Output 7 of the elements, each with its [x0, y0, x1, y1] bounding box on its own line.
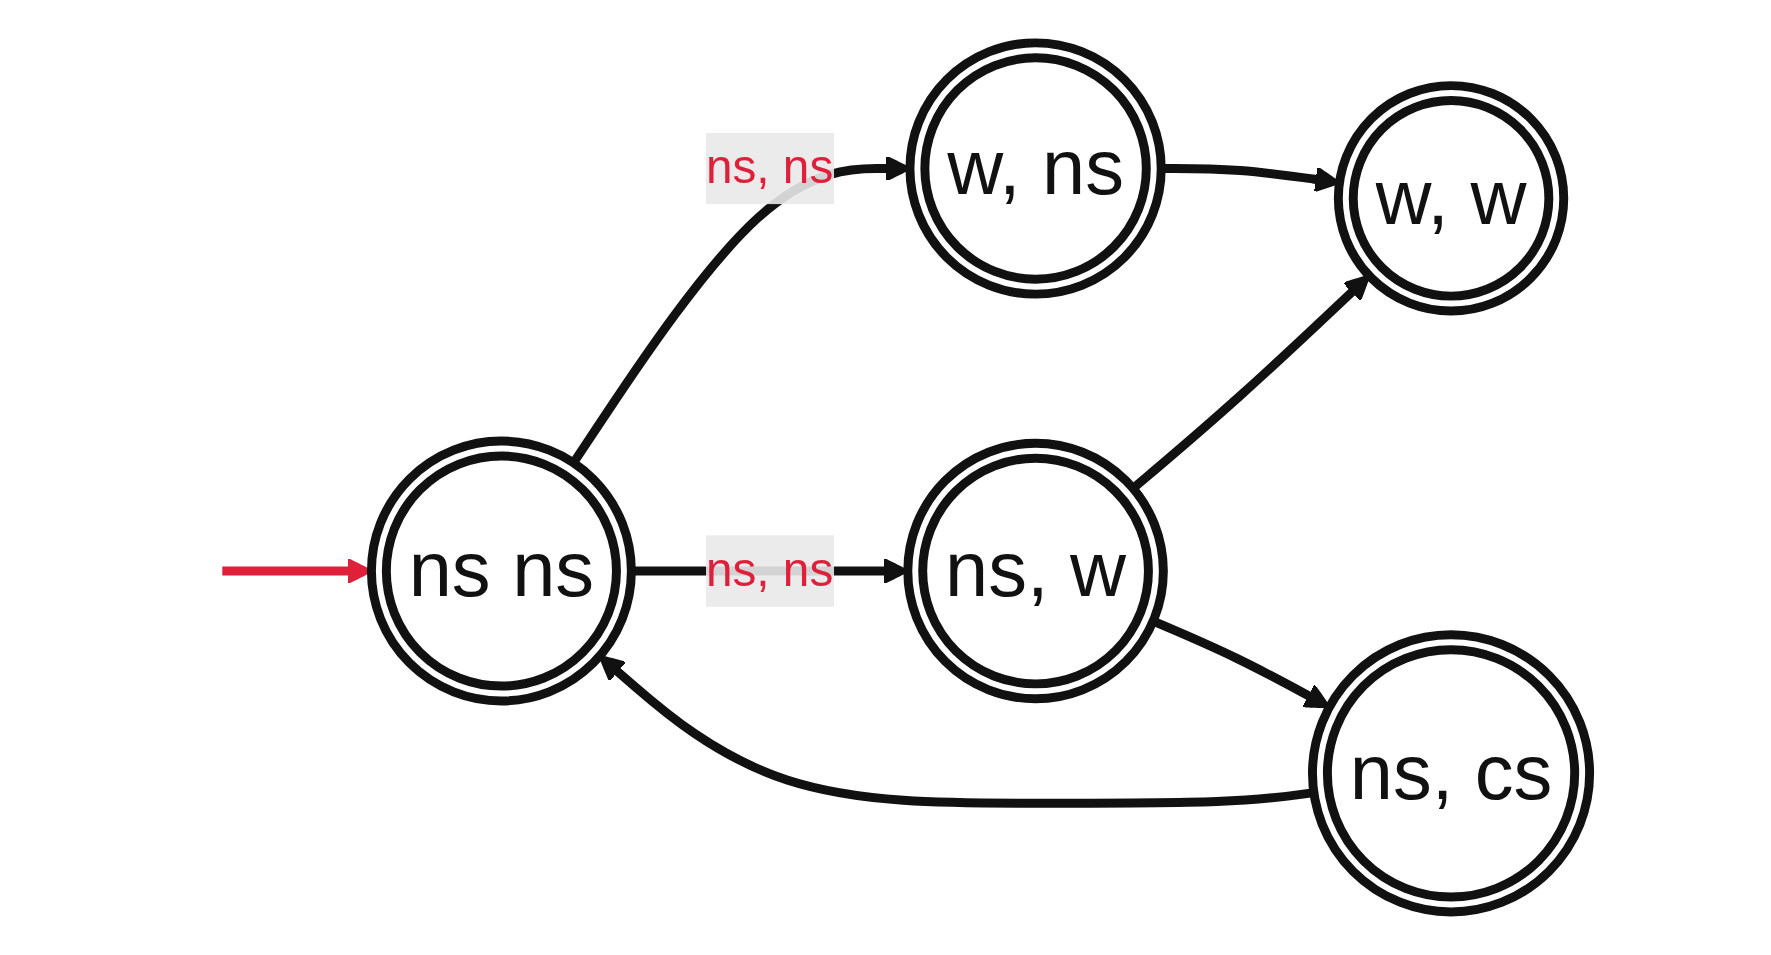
node-circle: w, w: [1334, 81, 1569, 316]
node-circle: w, ns: [905, 38, 1167, 299]
edge-label: ns, ns: [706, 544, 834, 595]
node-circle: ns ns: [367, 436, 637, 706]
node-circle: ns, cs: [1308, 630, 1595, 917]
edge-label: ns, ns: [706, 141, 834, 193]
node-circle: ns, w: [903, 438, 1169, 704]
